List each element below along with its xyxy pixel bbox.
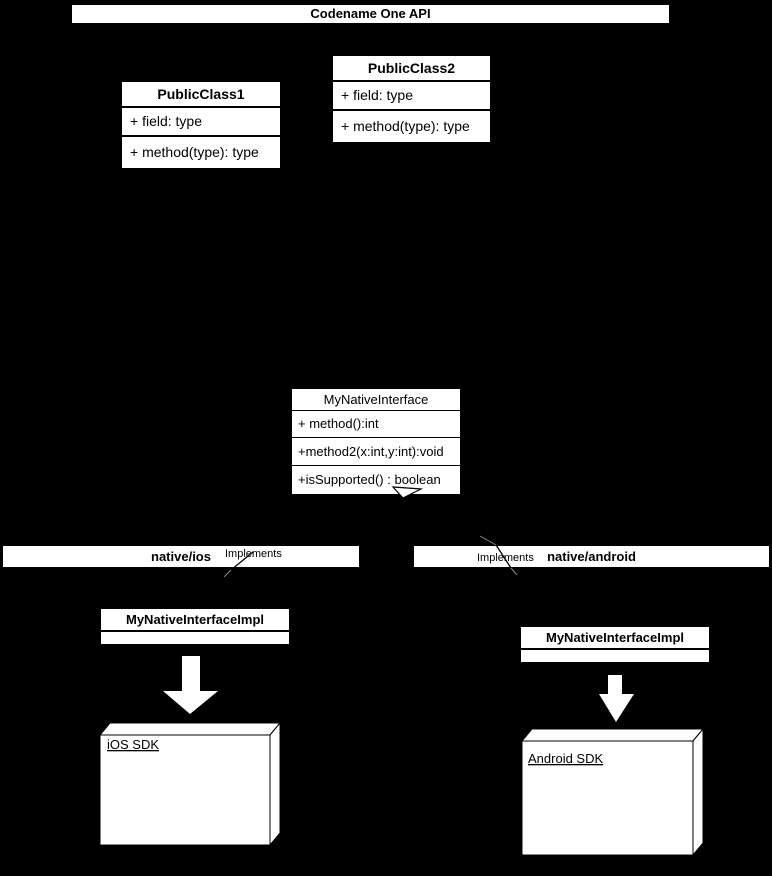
api-title-bar: Codename One API	[71, 4, 670, 24]
impl-class-title-ios: MyNativeInterfaceImpl	[101, 609, 289, 632]
layer-label-android: native/android	[547, 549, 636, 564]
ios-sdk-label: iOS SDK	[107, 737, 159, 752]
class-box-publicclass1: PublicClass1 + field: type + method(type…	[121, 81, 281, 169]
ios-sdk-node-side-face	[269, 721, 281, 847]
impl-empty-compartment	[521, 650, 709, 662]
interface-member-method2: +method2(x:int,y:int):void	[292, 438, 460, 466]
layer-bar-ios: native/ios Implements	[2, 545, 360, 568]
android-sdk-node: Android SDK	[520, 727, 705, 857]
down-arrow-ios-icon	[163, 656, 218, 714]
interface-member-method: + method():int	[292, 411, 460, 438]
android-sdk-node-side-face	[692, 727, 704, 857]
ios-sdk-node-top-face	[98, 722, 282, 736]
down-arrow-android-icon	[599, 675, 634, 722]
impl-class-box-android: MyNativeInterfaceImpl	[520, 626, 710, 663]
android-sdk-node-top-face	[520, 728, 705, 742]
implements-label-android: Implements	[477, 552, 534, 564]
ios-sdk-node: iOS SDK	[98, 721, 282, 847]
class-title-publicclass1: PublicClass1	[122, 82, 280, 108]
class-box-publicclass2: PublicClass2 + field: type + method(type…	[332, 55, 491, 143]
class-member-field: + field: type	[333, 82, 490, 111]
class-member-method: + method(type): type	[341, 118, 470, 134]
impl-empty-compartment	[101, 632, 289, 644]
class-member-method: + method(type): type	[130, 144, 259, 160]
class-box-mynativeinterface: MyNativeInterface + method():int +method…	[291, 388, 461, 495]
impl-class-box-ios: MyNativeInterfaceImpl	[100, 608, 290, 645]
class-title-publicclass2: PublicClass2	[333, 56, 490, 82]
class-member-field: + field: type	[122, 108, 280, 137]
layer-label-ios: native/ios	[151, 549, 211, 564]
api-title-label: Codename One API	[310, 6, 431, 21]
implements-label-ios: Implements	[225, 548, 282, 560]
interface-member-issupported: +isSupported() : boolean	[298, 472, 441, 487]
impl-class-title-android: MyNativeInterfaceImpl	[521, 627, 709, 650]
ios-sdk-node-front-face	[99, 734, 271, 846]
class-title-mynativeinterface: MyNativeInterface	[292, 389, 460, 411]
android-sdk-label: Android SDK	[528, 751, 603, 766]
android-sdk-node-front-face	[521, 740, 694, 856]
layer-bar-android: native/android Implements	[413, 545, 770, 568]
